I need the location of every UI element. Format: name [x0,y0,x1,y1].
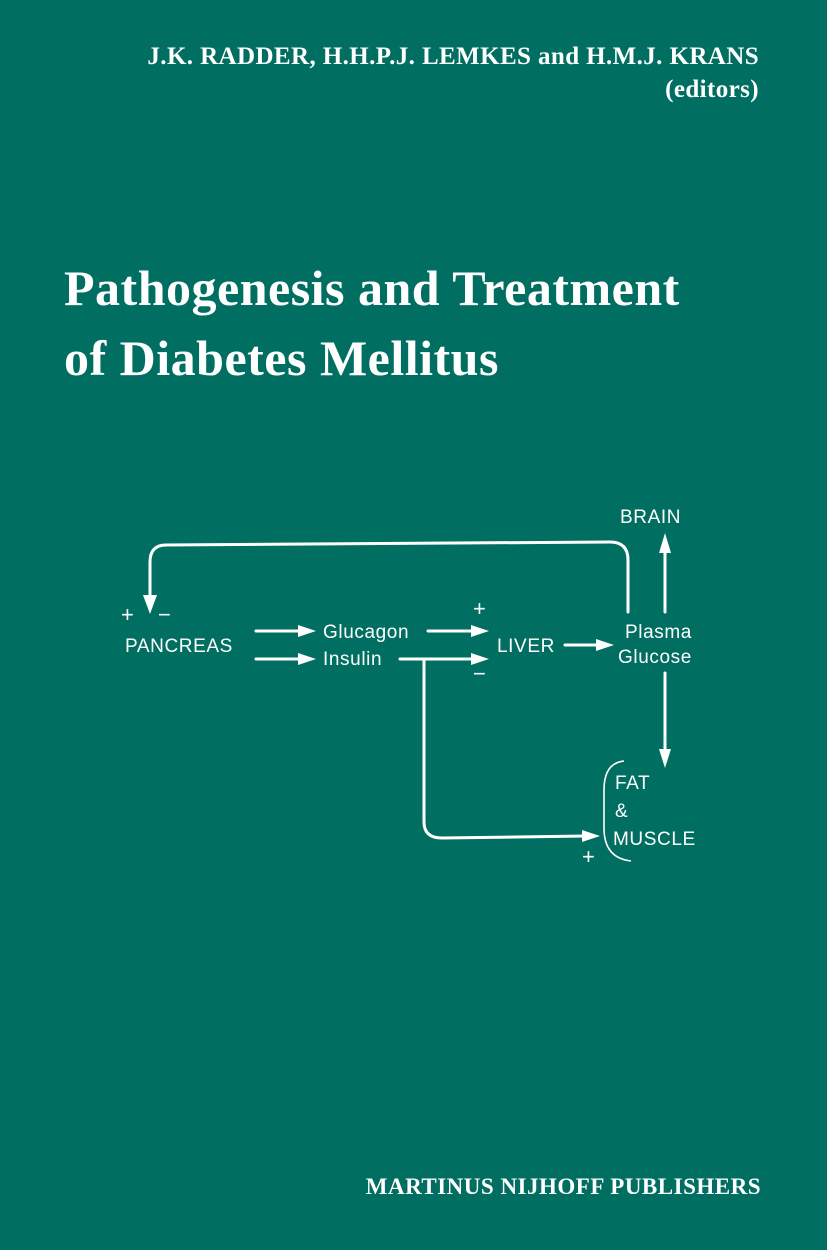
fat-muscle-bracket [603,760,632,862]
muscle-label: MUSCLE [613,829,696,850]
glucose-label: Glucose [618,647,692,668]
liver-minus-sign: − [473,661,486,686]
fat-label: FAT [615,773,650,794]
insulin-label: Insulin [323,649,382,670]
muscle-plus-sign: + [582,844,595,869]
pancreas-minus-sign: − [158,602,171,627]
pancreas-label: PANCREAS [125,636,233,657]
publisher-name: MARTINUS NIJHOFF PUBLISHERS [365,1174,761,1199]
insulin-muscle-line [422,658,587,840]
glucagon-liver-arrowhead [471,625,489,637]
plasma-label: Plasma [625,622,692,643]
liver-plasma-arrowhead [596,639,614,651]
pancreas-plus-sign: + [121,602,134,627]
brain-label: BRAIN [620,507,681,528]
editors-label: (editors) [665,76,759,103]
title-line-1: Pathogenesis and Treatment [64,260,680,316]
title-line-2: of Diabetes Mellitus [64,330,499,386]
glucose-fat-arrowhead [659,749,671,768]
glucose-brain-arrowhead [659,533,671,553]
ampersand-label: & [615,801,628,822]
glucagon-label: Glucagon [323,622,409,643]
feedback-arrowhead [143,595,157,614]
pancreas-glucagon-arrowhead [298,625,316,637]
pancreas-insulin-arrowhead [298,653,316,665]
editors-names: J.K. RADDER, H.H.P.J. LEMKES and H.M.J. … [147,43,759,70]
book-title: Pathogenesis and Treatment of Diabetes M… [64,253,784,393]
liver-label: LIVER [497,636,555,657]
liver-plus-sign: + [473,596,486,621]
insulin-muscle-arrowhead [582,830,600,842]
feedback-loop-line [148,540,630,614]
insulin-liver-arrowhead [471,653,489,665]
editors-block: J.K. RADDER, H.H.P.J. LEMKES and H.M.J. … [39,40,759,106]
